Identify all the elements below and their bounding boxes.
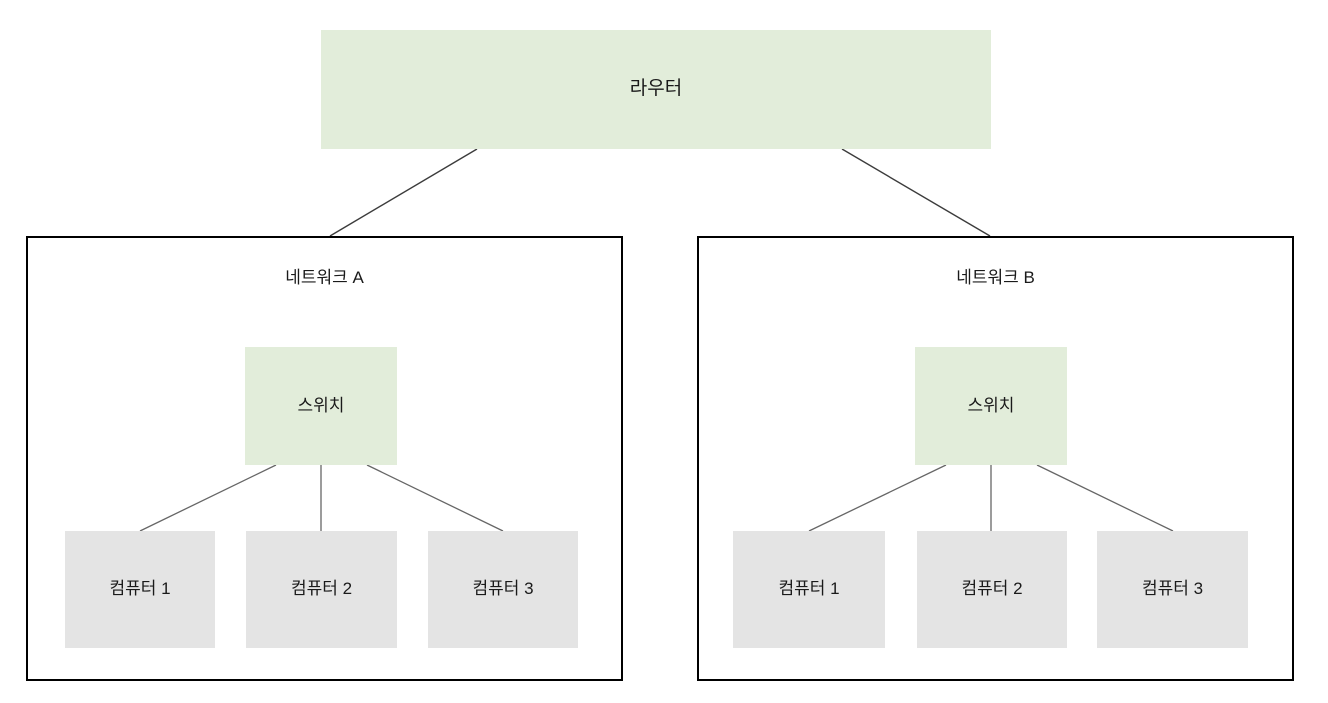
node-switch-label: 스위치 — [297, 395, 345, 415]
node-computer-network-b-2[interactable]: 컴퓨터 2 — [917, 531, 1067, 648]
node-computer-network-b-1[interactable]: 컴퓨터 1 — [733, 531, 885, 648]
node-computer-label: 컴퓨터 2 — [290, 579, 353, 599]
group-label-network-a: 네트워크 A — [285, 268, 364, 287]
node-computer-label: 컴퓨터 1 — [109, 579, 171, 599]
group-label-network-b: 네트워크 B — [956, 268, 1035, 287]
node-switch-network-b[interactable]: 스위치 — [915, 347, 1067, 465]
node-computer-network-b-3[interactable]: 컴퓨터 3 — [1097, 531, 1248, 648]
group-box-network-a[interactable] — [26, 236, 623, 681]
node-switch-network-a[interactable]: 스위치 — [245, 347, 397, 465]
node-computer-label: 컴퓨터 1 — [778, 579, 840, 599]
group-box-network-b[interactable] — [697, 236, 1294, 681]
node-computer-label: 컴퓨터 3 — [472, 579, 534, 599]
node-computer-label: 컴퓨터 3 — [1141, 579, 1204, 599]
connector-router-to-network-a — [329, 148, 478, 237]
node-computer-network-a-3[interactable]: 컴퓨터 3 — [428, 531, 578, 648]
connector-router-to-network-b — [841, 148, 991, 237]
node-computer-network-a-2[interactable]: 컴퓨터 2 — [246, 531, 397, 648]
node-computer-label: 컴퓨터 2 — [961, 579, 1023, 599]
node-computer-network-a-1[interactable]: 컴퓨터 1 — [65, 531, 215, 648]
node-router-label: 라우터 — [629, 78, 683, 100]
node-switch-label: 스위치 — [967, 395, 1015, 415]
node-router[interactable]: 라우터 — [321, 30, 991, 149]
